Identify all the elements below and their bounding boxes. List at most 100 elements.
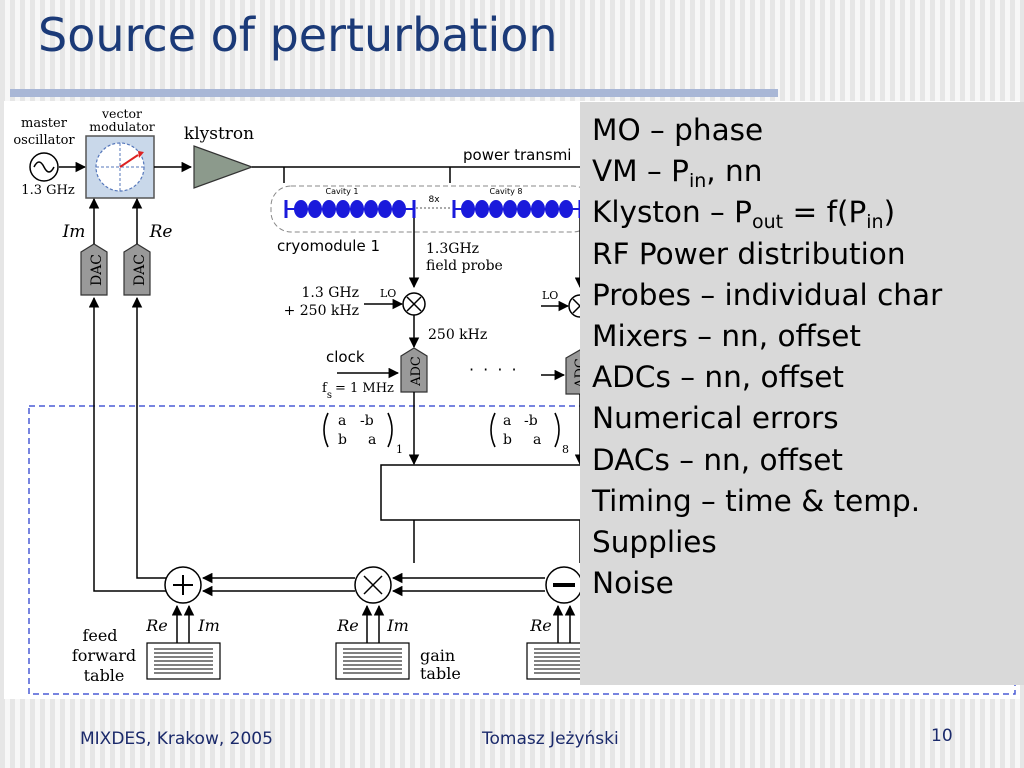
lo-frequency-label-1: 1.3 GHz [302,285,359,301]
perturbation-text-pre: DACs – nn, offset [592,442,843,477]
perturbation-text-pre: RF Power distribution [592,236,906,271]
title-underline-bar [10,89,778,97]
perturbation-text-pre: Supplies [592,525,717,560]
lo-frequency-label-2: + 250 kHz [284,303,359,319]
perturbation-item: Numerical errors [592,398,1024,439]
im-output-label: Im [62,222,86,242]
fs-label: fs= 1 MHz [322,381,394,401]
re-output-label: Re [149,222,173,242]
adder-icon [164,566,202,604]
perturbation-text-pre: MO – phase [592,113,764,147]
cryomodule-label: cryomodule 1 [277,237,380,255]
lo-label-8: LO [542,289,558,302]
rotation-matrix-8: a -b b a 8 [490,412,569,456]
master-oscillator: master oscillator 1.3 GHz [13,116,75,198]
gain-table [335,642,410,680]
feed-forward-table [146,642,221,680]
sine-wave-icon [33,161,55,173]
perturbation-item: RF Power distribution [592,234,1024,275]
cavity-1 [284,200,416,218]
cavity-8-label: Cavity 8 [490,187,523,196]
perturbation-text-pre: Probes – individual char [592,277,943,312]
vector-modulator: vector modulator [85,106,155,199]
perturbation-item: Probes – individual char [592,275,1024,316]
clock-label: clock [326,348,365,366]
dac-im-label: DAC [89,254,105,286]
gain-im-label: Im [386,616,409,635]
feed-forward-label-1: feed [82,626,117,645]
feed-forward-label-3: table [84,666,125,685]
svg-text:b: b [503,432,512,448]
field-probe-label-2: field probe [426,258,503,274]
cavity-8 [452,200,582,218]
master-oscillator-label-1: master [21,116,68,131]
im-feedback-path [88,296,170,592]
adc-1-label: ADC [409,356,424,387]
perturbation-text-pre: Timing – time & temp. [592,483,921,518]
cavity-1-label: Cavity 1 [326,187,359,196]
svg-text:-b: -b [360,413,374,429]
perturbation-text-sub2: in [866,211,884,234]
vector-modulator-label-1: vector [101,106,142,121]
perturbation-item: Mixers – nn, offset [592,316,1024,357]
mixer-1-icon [402,292,426,316]
perturbation-item: Timing – time & temp. [592,481,1024,522]
perturbation-text-sub: in [688,170,707,193]
field-probe-label-1: 1.3GHz [426,241,479,257]
power-transmission-label: power transmi [463,146,571,164]
slide-title: Source of perturbation [38,8,558,62]
perturbation-text-post: , nn [706,154,763,189]
svg-text:-b: -b [524,413,538,429]
svg-text:a: a [368,432,376,448]
footer-conference: MIXDES, Krakow, 2005 [80,729,273,749]
ellipsis-dots: · · · · [469,360,519,379]
rotation-matrix-1: a -b b a 1 [323,412,403,456]
dac-im: DAC [80,243,108,296]
dac-re: DAC [123,243,151,296]
perturbation-item: Noise [592,563,1024,604]
subtractor-icon [545,566,583,604]
footer-page-number: 10 [931,726,953,746]
perturbation-text-pre: Klyston – P [592,195,752,230]
svg-text:a: a [503,413,511,429]
cavity-count-label: 8x [428,195,440,205]
perturbation-item: Supplies [592,522,1024,563]
re-feedback-path [131,296,170,579]
adc-1: ADC [400,347,428,393]
phasor-arrowhead-icon [138,151,144,158]
ff-re-label: Re [145,616,168,635]
klystron-amplifier-icon [193,145,254,189]
master-frequency-label: 1.3 GHz [21,183,75,198]
perturbation-item: MO – phase [592,110,1024,151]
klystron-label: klystron [184,124,254,144]
svg-text:a: a [338,413,346,429]
lo-label-1: LO [380,287,396,300]
perturbation-text-pre: Mixers – nn, offset [592,319,861,354]
ff-im-label: Im [197,616,220,635]
perturbation-item: DACs – nn, offset [592,440,1024,481]
gain-table-label-1: gain [420,646,455,665]
perturbation-item: VM – Pin, nn [592,151,1024,192]
gain-re-label: Re [336,616,359,635]
svg-text:1: 1 [396,443,403,456]
vector-sum-box [380,464,587,521]
perturbation-text-pre: VM – P [592,154,689,189]
svg-text:8: 8 [562,443,569,456]
perturbation-text-pre: Noise [592,566,674,601]
master-oscillator-label-2: oscillator [13,133,75,148]
perturbation-item: ADCs – nn, offset [592,357,1024,398]
perturbation-text-sub: out [751,211,784,234]
feed-forward-label-2: forward [72,646,136,665]
if-frequency-label: 250 kHz [428,327,487,343]
phasor-arrow-icon [119,154,139,168]
perturbation-text-post: = f(P [783,195,867,230]
footer-author: Tomasz Jeżyński [482,729,619,749]
gain-table-label-2: table [420,664,461,683]
multiplier-icon [354,566,392,604]
svg-text:b: b [338,432,347,448]
adc-1-shape [400,347,428,393]
vector-modulator-label-2: modulator [89,119,154,134]
perturbation-item: Klyston – Pout = f(Pin) [592,192,1024,233]
